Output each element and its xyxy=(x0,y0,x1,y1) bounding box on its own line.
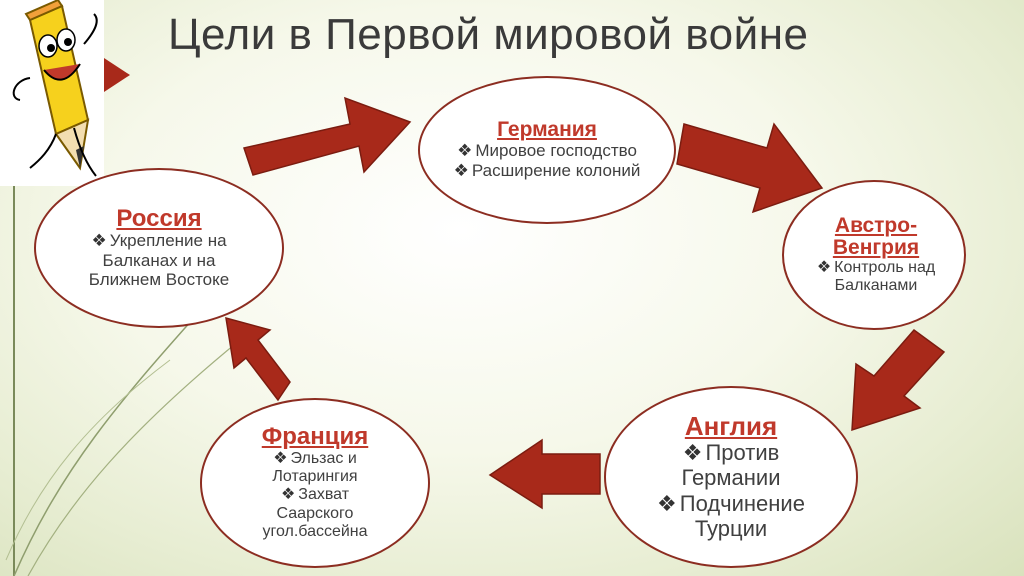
arrow-france-to-russia xyxy=(225,316,291,402)
node-austria-title: Австро-Венгрия xyxy=(832,213,920,259)
node-england: Англия ❖Против Германии ❖Подчинение Турц… xyxy=(604,386,858,568)
england-goal-1: Против Германии xyxy=(681,440,781,491)
england-goal-2: Подчинение Турции xyxy=(679,490,805,541)
arrow-russia-to-germany xyxy=(243,96,412,176)
austria-goal-1: Контроль над Балканами xyxy=(834,258,936,295)
diamond-bullet-icon: ❖ xyxy=(453,161,469,181)
russia-goal-1: Укрепление на Балканах и на Ближнем Вост… xyxy=(88,231,230,290)
arrow-england-to-france xyxy=(488,438,601,510)
arrow-germany-to-austria xyxy=(676,122,824,214)
node-france: Франция ❖Эльзас и Лотарингия ❖Захват Саа… xyxy=(200,398,430,568)
title-pointer-icon xyxy=(104,58,130,92)
diamond-bullet-icon: ❖ xyxy=(816,258,832,276)
node-russia: Россия ❖Укрепление на Балканах и на Ближ… xyxy=(34,168,284,328)
node-russia-title: Россия xyxy=(116,205,202,233)
diamond-bullet-icon: ❖ xyxy=(657,490,677,516)
diamond-bullet-icon: ❖ xyxy=(273,449,288,467)
germany-goal-1: Мировое господство xyxy=(475,141,637,161)
diamond-bullet-icon: ❖ xyxy=(91,231,107,251)
diamond-bullet-icon: ❖ xyxy=(682,440,703,466)
diamond-bullet-icon: ❖ xyxy=(457,141,473,161)
node-germany: Германия ❖Мировое господство ❖Расширение… xyxy=(418,76,676,224)
france-goal-1: Эльзас и Лотарингия xyxy=(272,449,358,485)
node-austria-hungary: Австро-Венгрия ❖Контроль над Балканами xyxy=(782,180,966,330)
germany-goal-2: Расширение колоний xyxy=(471,161,641,181)
pencil-mascot-icon xyxy=(0,0,104,186)
diamond-bullet-icon: ❖ xyxy=(280,486,296,504)
page-title: Цели в Первой мировой войне xyxy=(168,10,809,59)
node-england-title: Англия xyxy=(684,410,778,441)
node-france-title: Франция xyxy=(261,423,369,451)
arrow-austria-to-england xyxy=(851,328,946,432)
france-goal-2: Захват Саарского угол.бассейна xyxy=(262,486,368,541)
node-germany-title: Германия xyxy=(497,118,597,142)
